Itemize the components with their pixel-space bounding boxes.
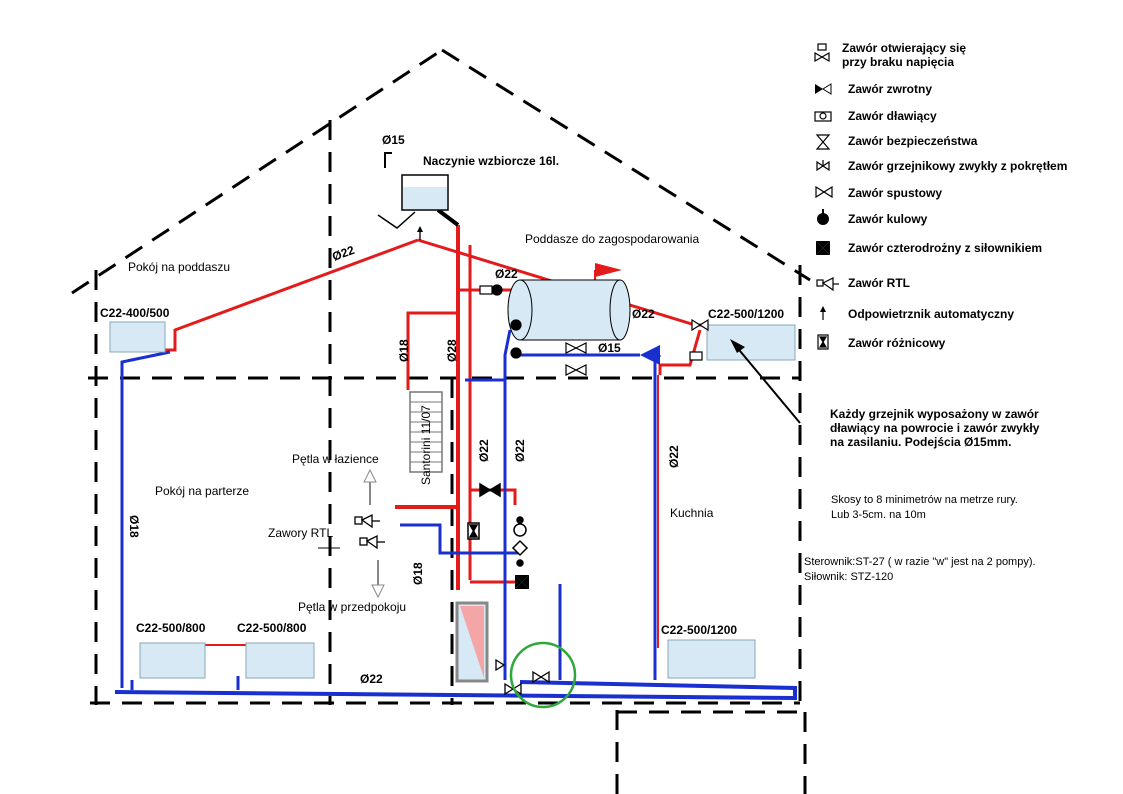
supply-pipes	[140, 208, 705, 648]
boiler-valves	[479, 284, 709, 376]
ground-room-label: Pokój na parterze	[155, 484, 249, 498]
expansion-tank-water	[403, 187, 447, 209]
legend-text-0b: przy braku napięcia	[842, 55, 954, 69]
legend-text-7: Zawór czterodrożny z siłownikiem	[848, 241, 1042, 255]
kitchen-label: Kuchnia	[670, 506, 714, 520]
check-valve-riser-icon	[479, 482, 501, 498]
bottom-main-size: Ø22	[360, 672, 383, 686]
roof-right-line	[441, 48, 811, 282]
attic-unused-label: Poddasze do zagospodarowania	[525, 232, 699, 246]
legend-text-2: Zawór dławiący	[848, 109, 937, 123]
riser-28-size: Ø28	[445, 339, 459, 362]
radiator-valve-icon	[816, 160, 830, 172]
bathroom-loop-return	[400, 523, 520, 555]
rtl-valve-icon	[816, 277, 839, 292]
legend-text-4: Zawór grzejnikowy zwykły z pokrętłem	[848, 159, 1067, 173]
legend-text-9: Odpowietrznik automatyczny	[848, 307, 1014, 321]
hall-loop-label: Pętla w przedpokoju	[298, 600, 406, 614]
rtl-valve-icon	[354, 513, 385, 550]
legend-text-5: Zawór spustowy	[848, 186, 942, 200]
outflow-arrow-icon	[595, 263, 622, 277]
legend: Zawór otwierający się przy braku napięci…	[814, 41, 1067, 350]
check-valve-icon	[815, 83, 832, 95]
rtl-valves-label: Zawory RTL	[268, 526, 333, 540]
note-pointer-arrow-icon	[730, 339, 745, 353]
legend-text-6: Zawór kulowy	[848, 212, 928, 226]
radiator-attic-right-label: C22-500/1200	[708, 307, 784, 321]
tank-connection-pipe	[436, 208, 460, 227]
radiator-kitchen	[667, 639, 756, 679]
controller-note-1: Sterownik:ST-27 ( w razie "w" jest na 2 …	[804, 556, 1036, 568]
bathroom-loop-label: Pętla w łazience	[292, 452, 379, 466]
radiator-note-line-3: na zasilaniu. Podejścia Ø15mm.	[830, 435, 1011, 449]
radiator-attic-right	[706, 324, 796, 361]
inflow-arrow-icon	[640, 345, 660, 365]
legend-text-0: Zawór otwierający się	[842, 41, 966, 55]
radiator-note-line-2: dławiący na powrocie i zawór zwykły	[830, 421, 1040, 435]
buffer-tank	[455, 601, 489, 683]
left-riser-return-pipe	[120, 350, 171, 688]
radiator-ground-left-2-label: C22-500/800	[237, 621, 307, 635]
boiler-right-size: Ø22	[632, 307, 655, 321]
fail-open-valve-icon	[814, 43, 830, 63]
boiler-top-size: Ø22	[495, 267, 518, 281]
radiator-kitchen-label: C22-500/1200	[661, 623, 737, 637]
slope-note-2: Lub 3-5cm. na 10m	[831, 509, 926, 521]
radiator-note-line-1: Każdy grzejnik wyposażony w zawór	[830, 407, 1039, 421]
towel-rail	[409, 391, 443, 473]
legend-text-1: Zawór zwrotny	[848, 82, 932, 96]
attic-room-label: Pokój na poddaszu	[128, 260, 230, 274]
attic-left-supply-pipe	[165, 238, 419, 352]
legend-text-10: Zawór różnicowy	[848, 336, 946, 350]
radiator-ground-left-1-label: C22-500/800	[136, 621, 206, 635]
throttle-valve-icon	[814, 111, 832, 122]
riser-22-blue-pipe	[503, 329, 512, 680]
pump-assembly	[511, 516, 529, 567]
radiator-attic-left-label: C22-400/500	[100, 306, 170, 320]
legend-text-8: Zawór RTL	[848, 276, 910, 290]
towel-rail-label: Santorini 11/07	[419, 405, 433, 485]
bottom-main-return-pipe	[114, 680, 797, 701]
expansion-tank-label: Naczynie wzbiorcze 16l.	[423, 154, 559, 168]
riser-18-pipe	[406, 311, 458, 390]
slope-note-1: Skosy to 8 minimetrów na metrze rury.	[831, 494, 1018, 506]
building-outline	[71, 48, 811, 794]
boiler-return-size: Ø15	[598, 341, 621, 355]
riser-18a-size: Ø18	[397, 339, 411, 362]
tank-vent-pipe	[384, 152, 392, 168]
roof-left-line	[71, 48, 443, 295]
radiator-attic-left	[109, 321, 166, 353]
riser-22-blue-size: Ø22	[513, 439, 527, 462]
bottom-valves	[495, 658, 550, 696]
riser-18b-size: Ø18	[411, 562, 425, 585]
riser-22-red-size: Ø22	[477, 439, 491, 462]
tank-pipe-size: Ø15	[382, 133, 405, 147]
attic-main-size: Ø22	[330, 243, 356, 264]
four-way-valve-icon	[816, 241, 830, 255]
safety-valve-icon	[815, 134, 831, 150]
air-vent-icon	[820, 306, 826, 320]
kitchen-supply-pipe	[658, 329, 702, 375]
radiator-ground-left-2	[245, 642, 315, 679]
tank-fork-icon	[377, 211, 416, 229]
legend-text-3: Zawór bezpieczeństwa	[848, 134, 978, 148]
bathroom-loop-arrow-icon	[363, 468, 377, 483]
four-way-valve-riser-icon	[515, 575, 529, 589]
highlight-circle	[509, 641, 577, 709]
differential-valve-icon	[817, 334, 829, 350]
drain-valve-icon	[815, 185, 833, 199]
radiator-ground-left-1	[139, 642, 206, 679]
left-riser-size: Ø18	[127, 515, 141, 538]
controller-note-2: Siłownik: STZ-120	[804, 571, 893, 583]
kitchen-riser-size: Ø22	[667, 445, 681, 468]
hall-loop-arrow-icon	[371, 584, 385, 599]
differential-valve-riser-icon	[467, 522, 480, 540]
air-vent-riser-head	[417, 226, 423, 232]
ball-valve-icon	[817, 209, 829, 225]
hot-water-cylinder	[507, 279, 631, 341]
note-pointer-line	[734, 344, 801, 424]
